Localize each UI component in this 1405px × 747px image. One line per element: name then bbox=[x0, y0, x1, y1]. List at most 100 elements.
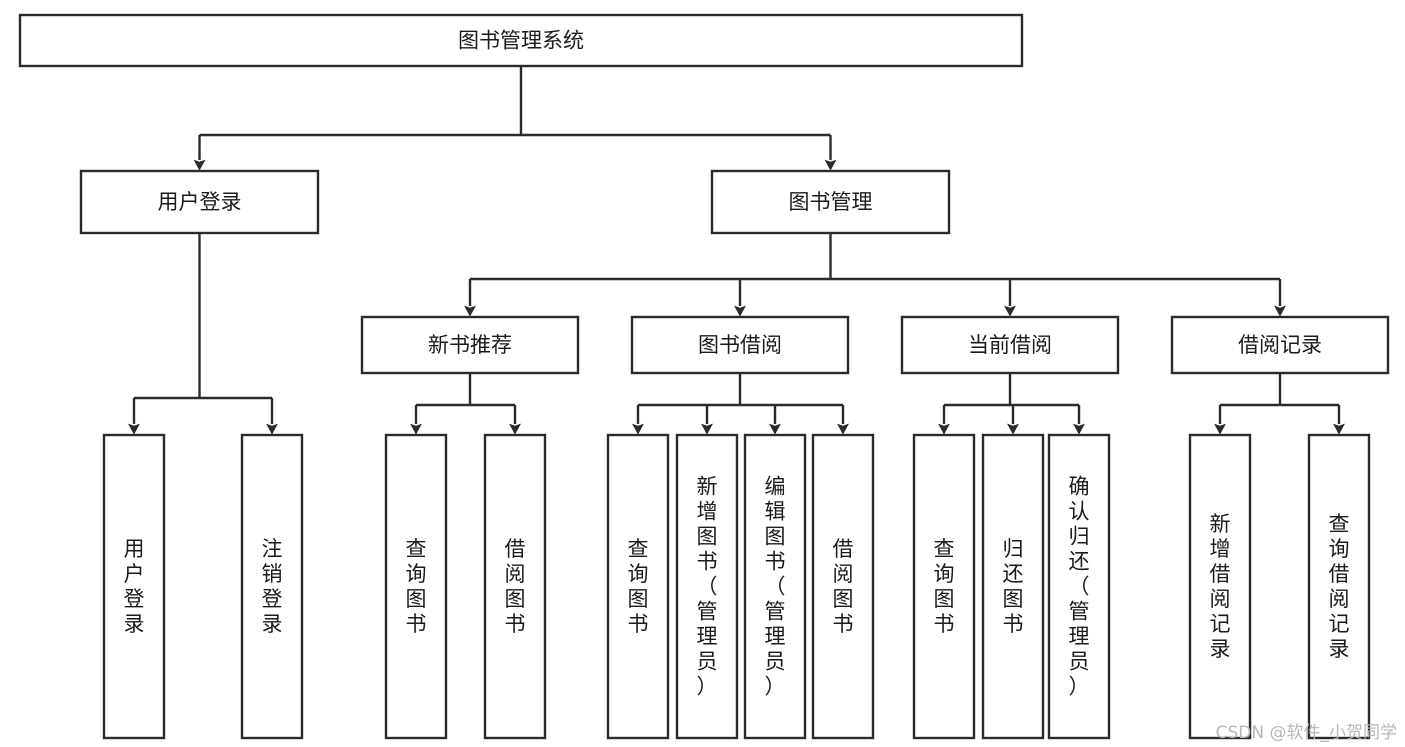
node-label: 图书管理系统 bbox=[458, 29, 584, 53]
svg-text:用: 用 bbox=[124, 537, 145, 561]
node-current-borrow[interactable]: 当前借阅 bbox=[900, 315, 1120, 375]
svg-text:增: 增 bbox=[1210, 537, 1231, 561]
watermark-text: CSDN @软件_小贺同学 bbox=[1215, 723, 1397, 743]
svg-text:（: （ bbox=[765, 575, 786, 599]
node-label: 图书管理 bbox=[789, 190, 873, 214]
svg-text:图: 图 bbox=[697, 525, 718, 549]
svg-text:增: 增 bbox=[697, 500, 718, 524]
svg-text:记: 记 bbox=[1329, 612, 1350, 636]
svg-text:理: 理 bbox=[765, 625, 786, 649]
svg-text:书: 书 bbox=[628, 612, 649, 636]
svg-text:新: 新 bbox=[697, 475, 718, 499]
svg-text:借: 借 bbox=[1210, 562, 1231, 586]
svg-text:借: 借 bbox=[1329, 562, 1350, 586]
svg-text:图: 图 bbox=[934, 587, 955, 611]
svg-text:录: 录 bbox=[262, 612, 283, 636]
node-boxes: 图书管理系统用户登录图书管理新书推荐图书借阅当前借阅借阅记录用户登录注销登录查询… bbox=[18, 13, 1390, 740]
svg-text:注: 注 bbox=[262, 537, 283, 561]
svg-text:确: 确 bbox=[1069, 475, 1090, 499]
svg-text:阅: 阅 bbox=[1329, 587, 1350, 611]
svg-text:（: （ bbox=[697, 575, 718, 599]
svg-text:记: 记 bbox=[1210, 612, 1231, 636]
svg-text:管: 管 bbox=[765, 600, 786, 624]
svg-text:查: 查 bbox=[1329, 512, 1350, 536]
svg-text:管: 管 bbox=[697, 600, 718, 624]
svg-text:借: 借 bbox=[833, 537, 854, 561]
node-user-login[interactable]: 用户登录 bbox=[79, 169, 320, 235]
svg-text:图: 图 bbox=[505, 587, 526, 611]
svg-text:询: 询 bbox=[406, 562, 427, 586]
svg-text:录: 录 bbox=[1210, 637, 1231, 661]
node-label: 新书推荐 bbox=[428, 333, 512, 357]
node-leaf-user-login[interactable]: 用户登录 bbox=[102, 433, 166, 740]
node-borrow-record[interactable]: 借阅记录 bbox=[1170, 315, 1390, 375]
svg-text:阅: 阅 bbox=[833, 562, 854, 586]
svg-text:辑: 辑 bbox=[765, 500, 786, 524]
svg-text:书: 书 bbox=[697, 550, 718, 574]
svg-text:阅: 阅 bbox=[1210, 587, 1231, 611]
svg-text:书: 书 bbox=[505, 612, 526, 636]
svg-text:还: 还 bbox=[1069, 550, 1090, 574]
svg-text:登: 登 bbox=[262, 587, 283, 611]
svg-text:理: 理 bbox=[1069, 625, 1090, 649]
svg-text:书: 书 bbox=[934, 612, 955, 636]
node-book-manage[interactable]: 图书管理 bbox=[710, 169, 951, 235]
connector-lines bbox=[128, 66, 1345, 435]
svg-text:归: 归 bbox=[1003, 537, 1024, 561]
svg-text:录: 录 bbox=[1329, 637, 1350, 661]
node-new-book-rec[interactable]: 新书推荐 bbox=[360, 315, 580, 375]
svg-text:查: 查 bbox=[406, 537, 427, 561]
node-book-borrow[interactable]: 图书借阅 bbox=[630, 315, 850, 375]
svg-text:图: 图 bbox=[406, 587, 427, 611]
svg-text:户: 户 bbox=[124, 562, 145, 586]
svg-text:登: 登 bbox=[124, 587, 145, 611]
svg-text:管: 管 bbox=[1069, 600, 1090, 624]
svg-text:认: 认 bbox=[1069, 500, 1090, 524]
svg-text:）: ） bbox=[1069, 675, 1090, 699]
svg-text:还: 还 bbox=[1003, 562, 1024, 586]
node-root-system[interactable]: 图书管理系统 bbox=[18, 13, 1024, 68]
svg-text:查: 查 bbox=[934, 537, 955, 561]
svg-text:）: ） bbox=[697, 675, 718, 699]
svg-text:）: ） bbox=[765, 675, 786, 699]
svg-text:编: 编 bbox=[765, 475, 786, 499]
node-label: 用户登录 bbox=[124, 537, 145, 636]
node-label: 图书借阅 bbox=[698, 333, 782, 357]
svg-text:归: 归 bbox=[1069, 525, 1090, 549]
svg-text:（: （ bbox=[1069, 575, 1090, 599]
svg-text:员: 员 bbox=[765, 650, 786, 674]
node-label: 借阅记录 bbox=[1238, 333, 1322, 357]
svg-text:书: 书 bbox=[833, 612, 854, 636]
svg-text:询: 询 bbox=[934, 562, 955, 586]
svg-text:查: 查 bbox=[628, 537, 649, 561]
svg-text:图: 图 bbox=[628, 587, 649, 611]
svg-text:询: 询 bbox=[628, 562, 649, 586]
svg-text:图: 图 bbox=[833, 587, 854, 611]
svg-text:理: 理 bbox=[697, 625, 718, 649]
svg-text:图: 图 bbox=[765, 525, 786, 549]
